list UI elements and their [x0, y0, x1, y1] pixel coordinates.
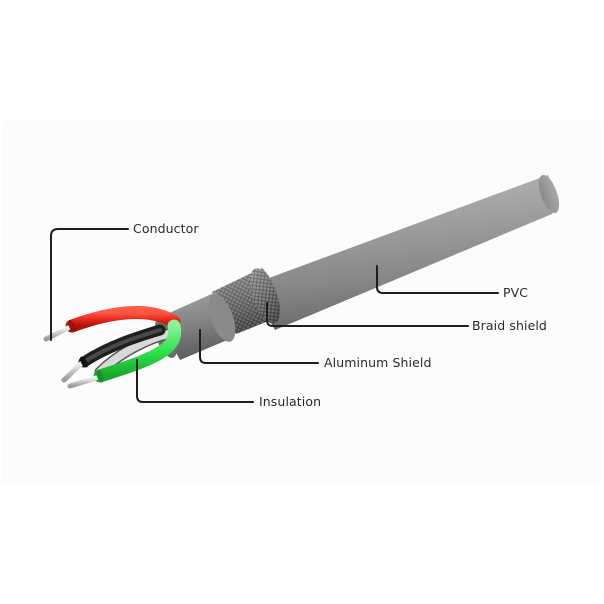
leader-lines	[50, 228, 499, 403]
pvc-jacket	[250, 175, 560, 330]
wires	[43, 306, 182, 389]
label-aluminum-shield: Aluminum Shield	[324, 355, 432, 370]
label-pvc: PVC	[503, 285, 529, 300]
leader-braid-shield	[266, 302, 469, 327]
leader-conductor	[50, 228, 129, 341]
label-insulation: Insulation	[259, 394, 322, 409]
label-conductor: Conductor	[133, 221, 199, 236]
leader-pvc	[376, 265, 499, 294]
conductor-strands	[43, 319, 104, 389]
leader-insulation	[136, 359, 254, 403]
leader-aluminum-shield	[199, 329, 319, 364]
label-braid-shield: Braid shield	[472, 318, 547, 333]
